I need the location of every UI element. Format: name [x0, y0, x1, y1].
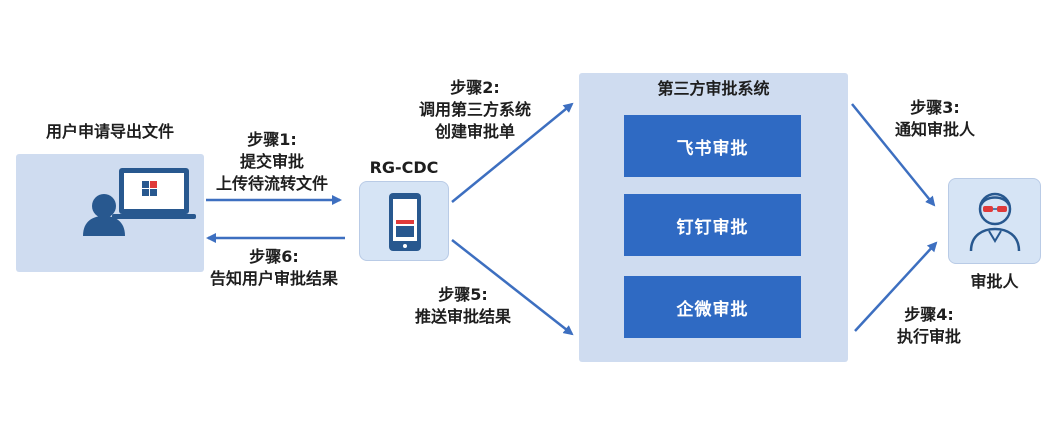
step2-line3: 创建审批单 — [434, 122, 515, 141]
arrow-step5 — [451, 239, 574, 336]
step1-line2: 提交审批 — [239, 152, 304, 171]
step2-label: 步骤2: 调用第三方系统 创建审批单 — [400, 77, 550, 143]
step3-line2: 通知审批人 — [894, 120, 975, 139]
step1-title: 步骤1: — [247, 130, 297, 149]
user-at-computer-icon — [83, 168, 196, 236]
step2-title: 步骤2: — [450, 78, 500, 97]
approver-title: 审批人 — [970, 272, 1019, 291]
user-node-title: 用户申请导出文件 — [45, 122, 174, 141]
step6-label: 步骤6: 告知用户审批结果 — [196, 246, 352, 290]
step5-title: 步骤5: — [438, 285, 488, 304]
mobile-device-icon — [389, 193, 421, 251]
approver-person-icon — [969, 192, 1021, 252]
wecom-approval: 企微审批 — [624, 276, 801, 338]
step6-title: 步骤6: — [249, 247, 299, 266]
arrow-step3 — [851, 103, 936, 207]
step4-title: 步骤4: — [904, 305, 954, 324]
step1-label: 步骤1: 提交审批 上传待流转文件 — [204, 129, 340, 195]
step6-line2: 告知用户审批结果 — [209, 269, 338, 288]
step5-line2: 推送审批结果 — [414, 307, 511, 326]
step3-title: 步骤3: — [910, 98, 960, 117]
step4-line2: 执行审批 — [896, 327, 961, 346]
step3-label: 步骤3: 通知审批人 — [880, 97, 990, 141]
dingtalk-approval: 钉钉审批 — [624, 194, 801, 256]
rg-cdc-title: RG-CDC — [369, 158, 439, 177]
step1-line3: 上传待流转文件 — [215, 174, 328, 193]
step4-label: 步骤4: 执行审批 — [874, 304, 984, 348]
arrow-step2 — [451, 102, 574, 203]
user-node — [16, 154, 204, 272]
feishu-approval: 飞书审批 — [624, 115, 801, 177]
rg-cdc-node — [359, 181, 449, 261]
step5-label: 步骤5: 推送审批结果 — [398, 284, 528, 328]
arrow-step4 — [854, 241, 938, 332]
approver-node — [948, 178, 1041, 264]
step2-line2: 调用第三方系统 — [418, 100, 531, 119]
third-party-title: 第三方审批系统 — [657, 79, 770, 98]
